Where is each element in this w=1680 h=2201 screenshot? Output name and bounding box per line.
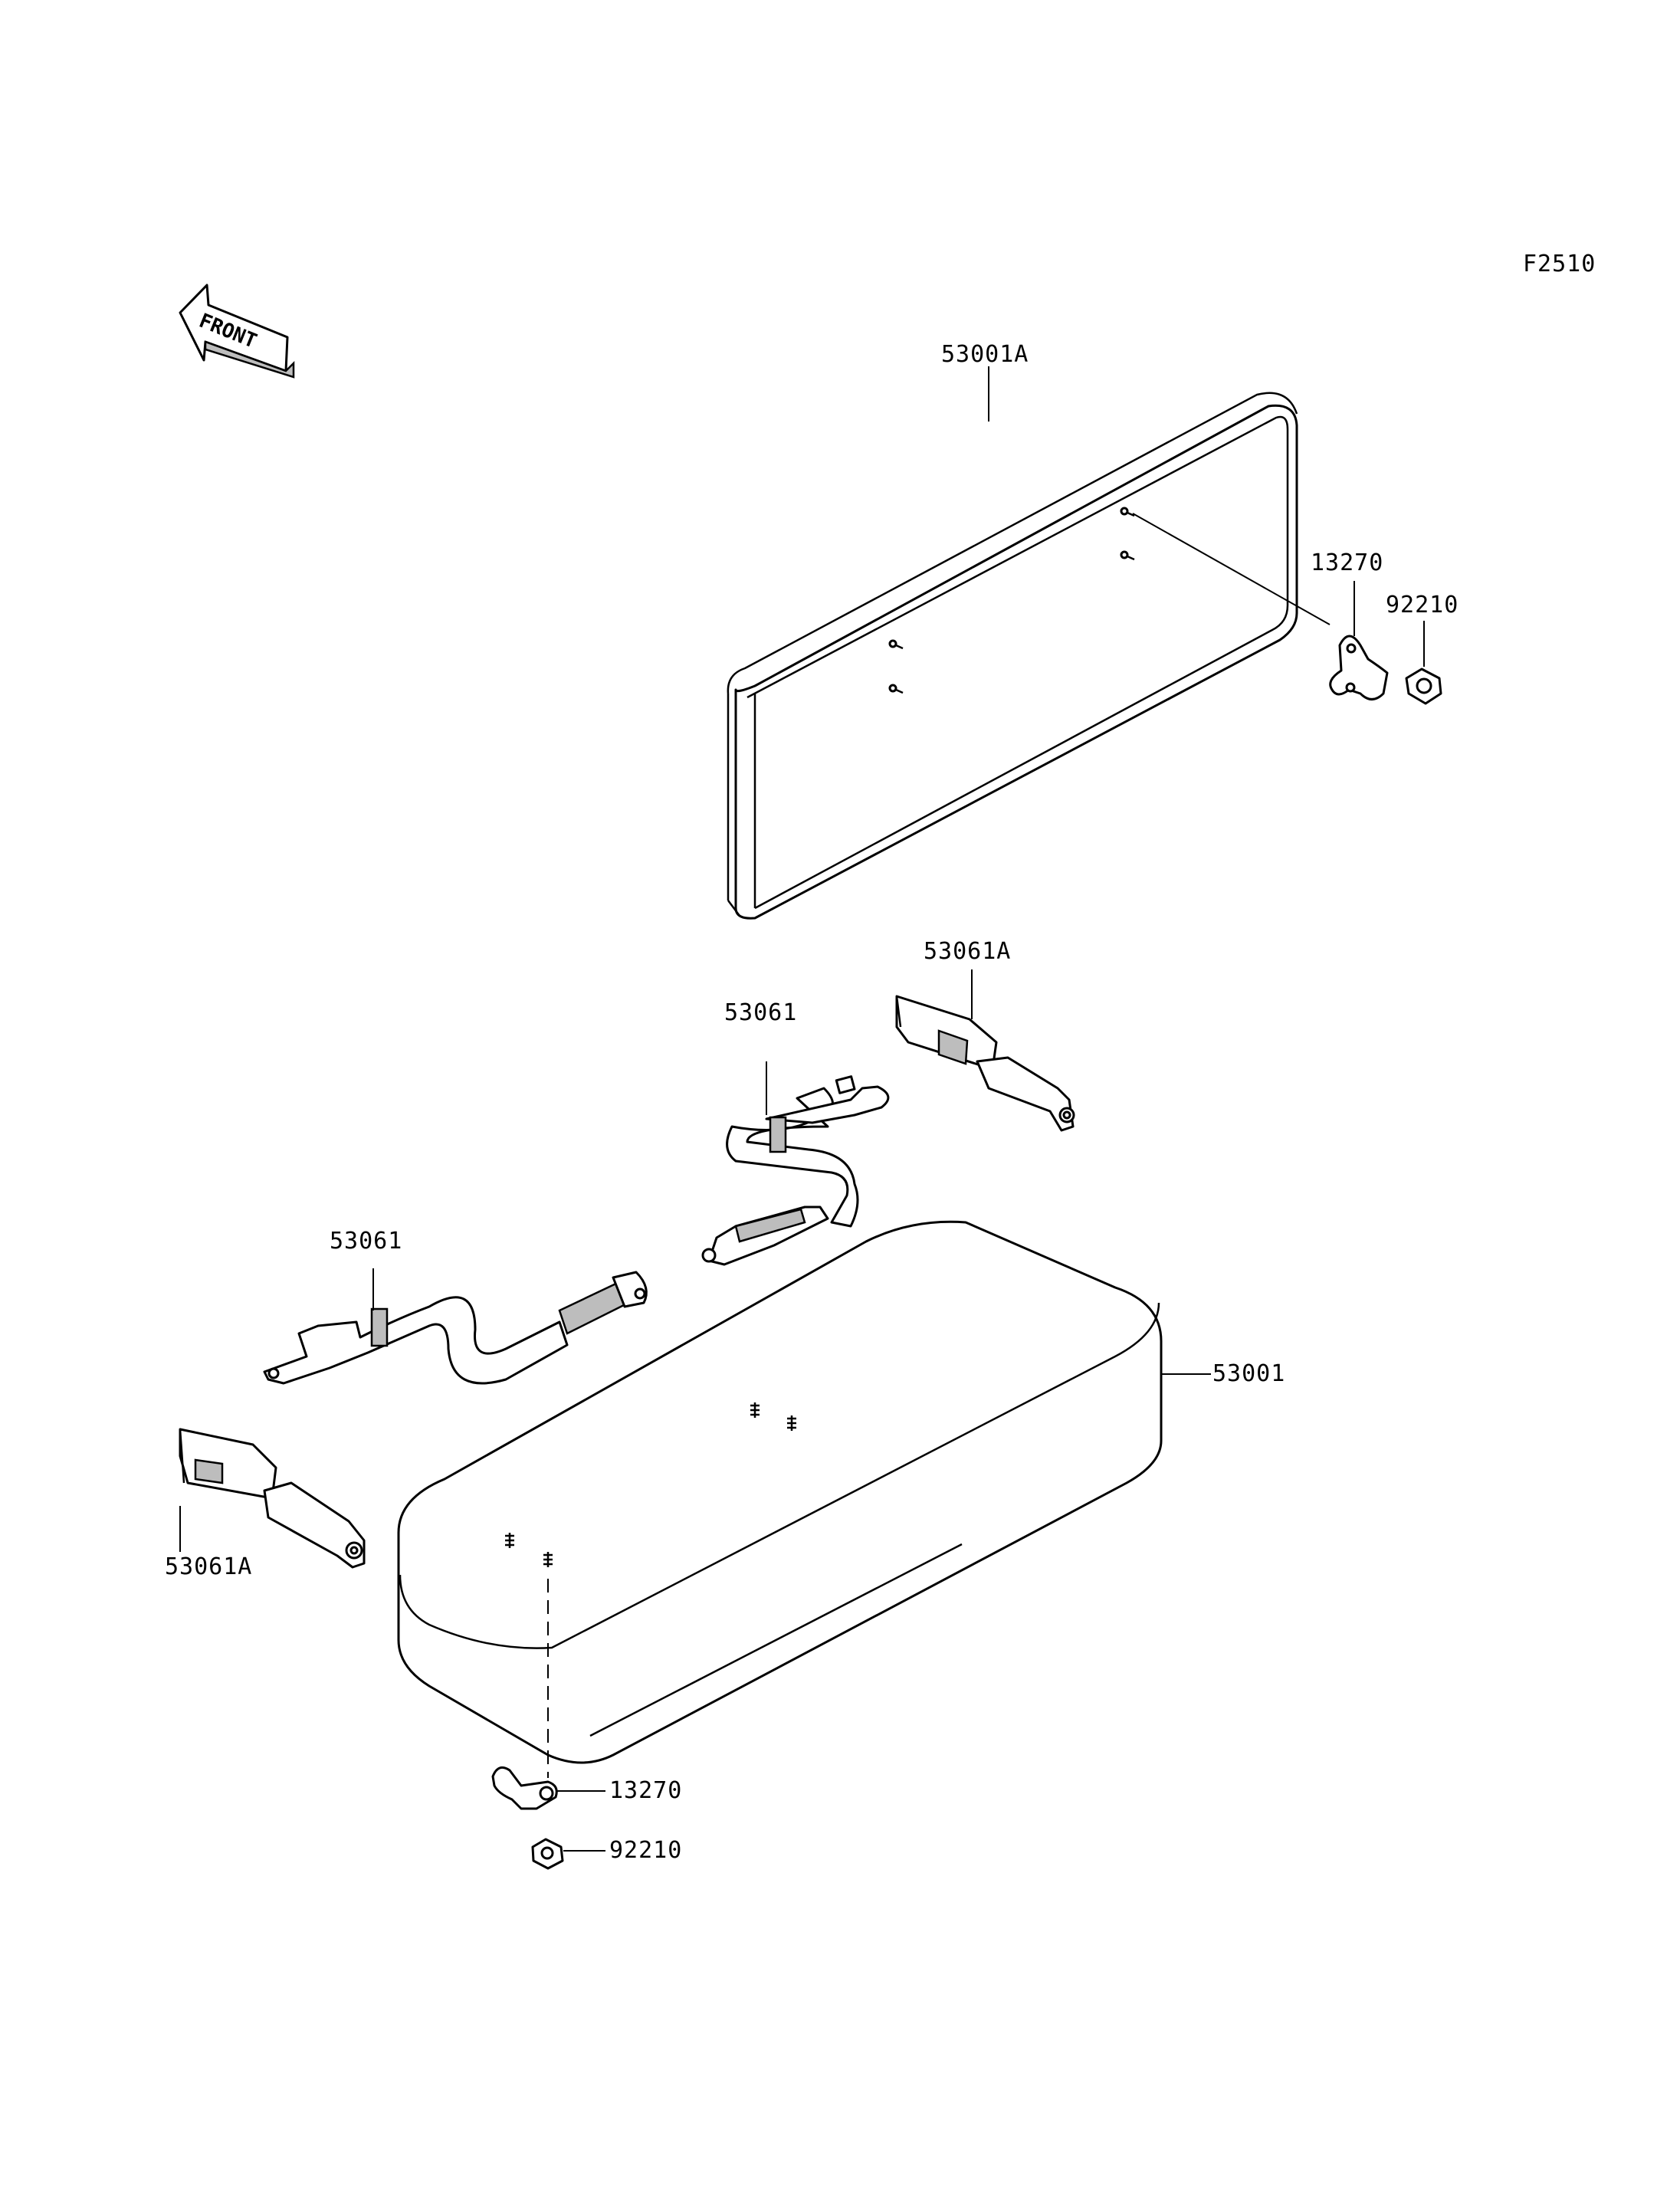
- backrest-stud: [888, 684, 904, 694]
- callout-bracket-upper: 13270: [1311, 549, 1384, 576]
- nut-92210-upper: [1405, 668, 1442, 705]
- seat-stud: [750, 1402, 760, 1418]
- callout-backrest: 53001A: [941, 341, 1029, 368]
- seat-stud: [543, 1552, 553, 1567]
- seat-stud: [505, 1533, 514, 1548]
- callout-strap-left: 53061: [330, 1228, 403, 1255]
- buckle-53061a-right: [895, 995, 1075, 1132]
- strap-53061-upper: [701, 1075, 890, 1266]
- strap-53061-left: [263, 1271, 648, 1385]
- callout-nut-upper: 92210: [1386, 592, 1459, 618]
- seat-stud: [787, 1415, 796, 1431]
- backrest-stud: [888, 639, 904, 650]
- backrest-stud: [1120, 550, 1135, 561]
- callout-seat-cushion: 53001: [1212, 1360, 1286, 1387]
- bracket-13270-lower: [491, 1766, 558, 1810]
- callout-bracket-lower: 13270: [609, 1777, 683, 1804]
- callout-buckle-right: 53061A: [924, 938, 1012, 965]
- nut-92210-lower: [531, 1838, 564, 1870]
- callout-strap-upper: 53061: [724, 999, 798, 1026]
- figure-code: F2510: [1523, 251, 1596, 277]
- seat-cushion-53001: [397, 1220, 1163, 1778]
- callout-nut-lower: 92210: [609, 1837, 683, 1864]
- front-arrow-icon: FRONT: [179, 284, 295, 379]
- backrest-53001a: [727, 392, 1331, 920]
- bracket-13270-upper: [1329, 635, 1389, 700]
- buckle-53061a-left: [179, 1428, 366, 1569]
- backrest-stud: [1120, 507, 1135, 517]
- callout-buckle-left: 53061A: [165, 1553, 253, 1580]
